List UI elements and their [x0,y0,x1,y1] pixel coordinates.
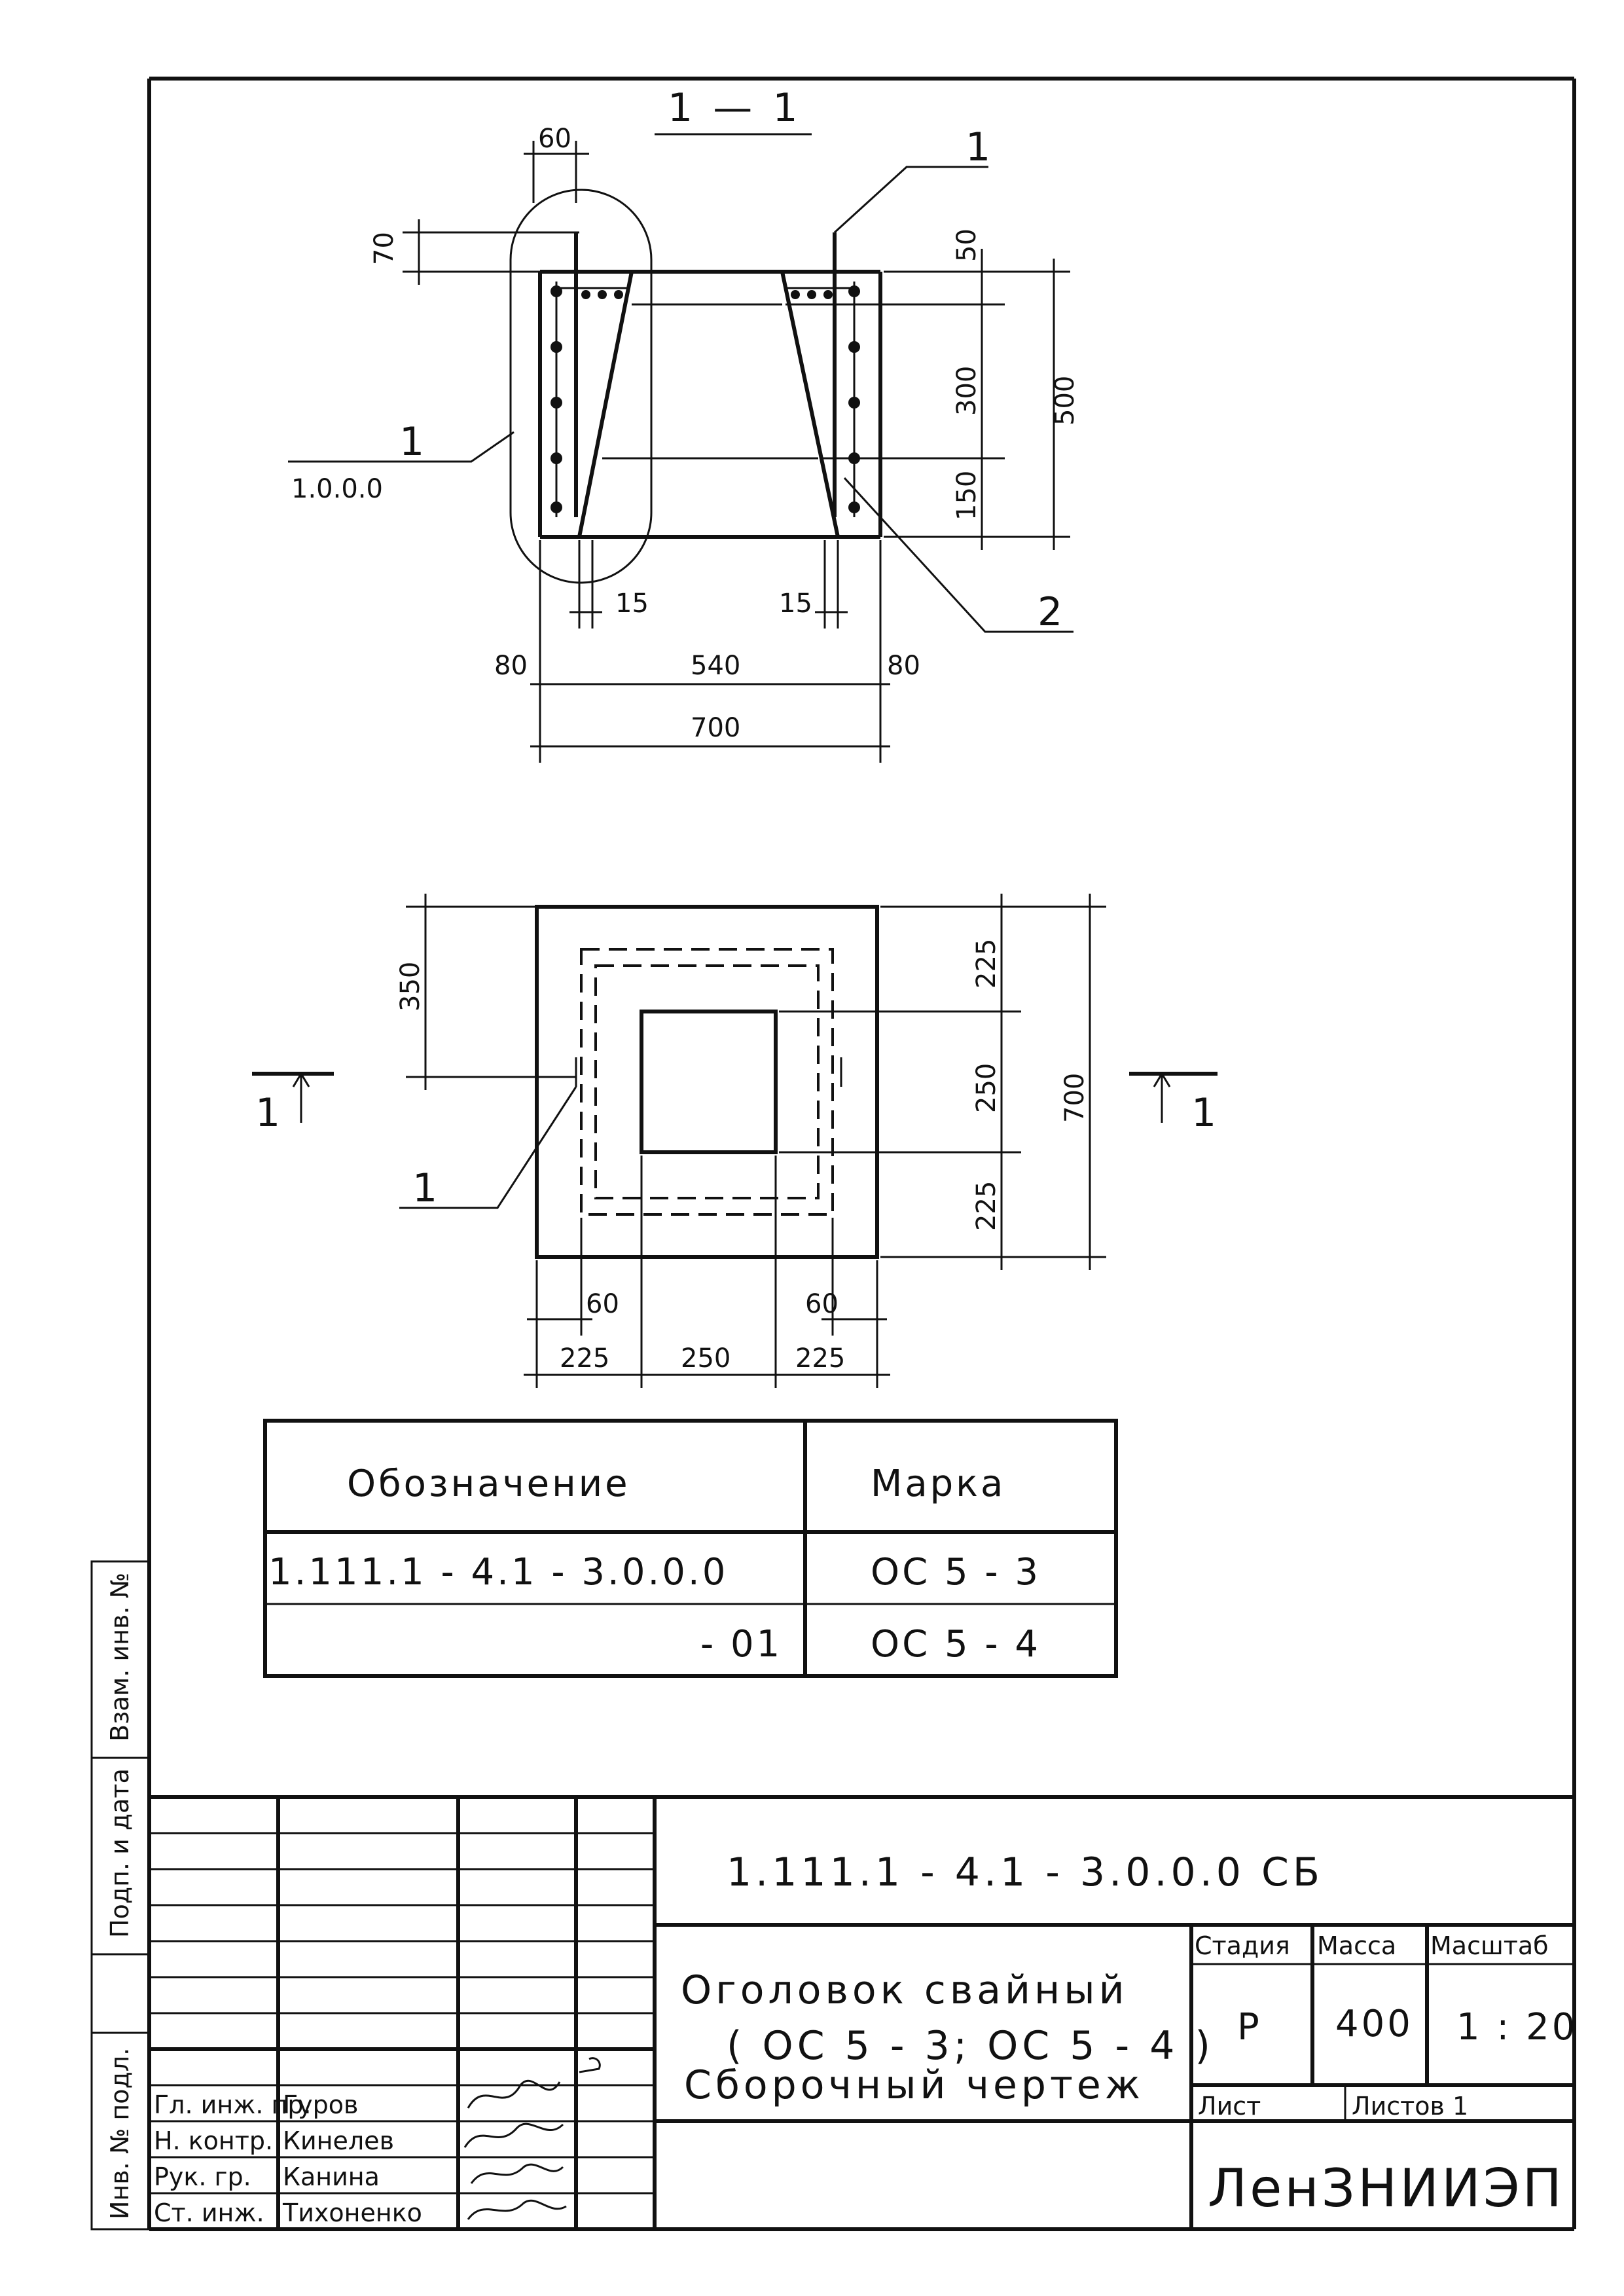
dim-bottom-700: 700 [691,713,740,743]
dim-top-70: 70 [369,232,399,265]
stage-header: Стадия [1195,1931,1290,1960]
dim-bottom-540: 540 [691,651,740,681]
dim-plan-60-right: 60 [805,1289,839,1319]
plan-cut-left: 1 [255,1090,284,1136]
dim-right-500: 500 [1050,376,1080,426]
dim-gap-15-left: 15 [615,589,649,619]
document-code: 1.111.1 - 4.1 - 3.0.0.0 СБ [727,1850,1324,1895]
dim-right-150: 150 [952,471,982,520]
dim-plan-700: 700 [1060,1073,1090,1123]
plan-callout-1: 1 [412,1165,441,1211]
dim-plan-225-left: 225 [560,1343,609,1374]
dim-plan-250-bottom: 250 [681,1343,731,1374]
side-stamp-inventory: Инв. № подл. [105,2048,134,2219]
side-stamp-sign-date: Подп. и дата [105,1768,134,1938]
mark-table-row2-mark: ОС 5 - 4 [871,1623,1041,1666]
section-callout-1-detail: 1 [399,419,428,465]
side-stamp-replace: Взам. инв. № [105,1573,134,1741]
scale-value: 1 : 20 [1456,2006,1578,2049]
title-block: Гл. инж. пр. Гуров Н. контр. Кинелев Рук… [149,1795,1578,2229]
signature-role-2: Н. контр. [154,2126,273,2155]
dim-gap-15-right: 15 [779,589,812,619]
mark-table-row2-designation: - 01 [700,1623,782,1666]
signature-name-1: Гуров [283,2090,358,2119]
dim-right-300: 300 [952,366,982,416]
section-title: 1 — 1 [668,85,802,131]
stage-value: Р [1237,2006,1262,2049]
mass-value: 400 [1335,2003,1413,2045]
dim-plan-350: 350 [395,962,425,1011]
drawing-frame [147,77,1576,2231]
dim-plan-60-left: 60 [586,1289,619,1319]
scale-header: Масштаб [1430,1931,1549,1960]
signature-role-3: Рук. гр. [154,2162,251,2191]
mark-table: Обозначение Марка 1.111.1 - 4.1 - 3.0.0.… [263,1419,1118,1678]
drawing-title-line2: ( ОС 5 - 3; ОС 5 - 4 ) [727,2023,1214,2069]
dim-plan-225-top: 225 [971,939,1001,989]
plan-view: 1 1 1 350 225 250 225 700 60 60 [252,894,1220,1388]
mark-table-header-mark: Марка [871,1463,1005,1505]
dim-top-60: 60 [538,124,571,154]
organization-name: ЛенЗНИИЭП [1208,2158,1564,2219]
signature-role-1: Гл. инж. пр. [154,2090,312,2119]
mass-header: Масса [1317,1931,1396,1960]
plan-cut-right: 1 [1191,1090,1220,1136]
section-callout-1: 1 [965,124,994,170]
mark-table-header-designation: Обозначение [347,1463,630,1505]
signature-role-4: Ст. инж. [154,2198,264,2227]
mark-table-row1-designation: 1.111.1 - 4.1 - 3.0.0.0 [268,1551,728,1594]
drawing-title-line3: Сборочный чертеж [684,2062,1144,2108]
section-callout-1-ref: 1.0.0.0 [291,474,383,504]
signature-name-3: Канина [283,2162,380,2191]
signature-name-4: Тихоненко [282,2198,422,2227]
sheet-label: Лист [1198,2092,1261,2121]
section-view: 1 — 1 [288,85,1080,763]
mark-table-row1-mark: ОС 5 - 3 [871,1551,1041,1594]
dim-right-50: 50 [952,228,982,262]
drawing-title-line1: Оголовок свайный [681,1967,1128,2013]
dim-bottom-80-right: 80 [887,651,920,681]
dim-plan-225-right: 225 [795,1343,845,1374]
dim-bottom-80-left: 80 [494,651,528,681]
sheets-label: Листов 1 [1352,2092,1468,2121]
signature-name-2: Кинелев [283,2126,394,2155]
handwritten-signatures [463,2057,601,2220]
section-callout-2: 2 [1038,589,1066,635]
side-stamp: Взам. инв. № Подп. и дата Инв. № подл. [90,1560,151,2231]
dim-plan-250-right: 250 [971,1063,1001,1113]
dim-plan-225-bottom: 225 [971,1181,1001,1231]
